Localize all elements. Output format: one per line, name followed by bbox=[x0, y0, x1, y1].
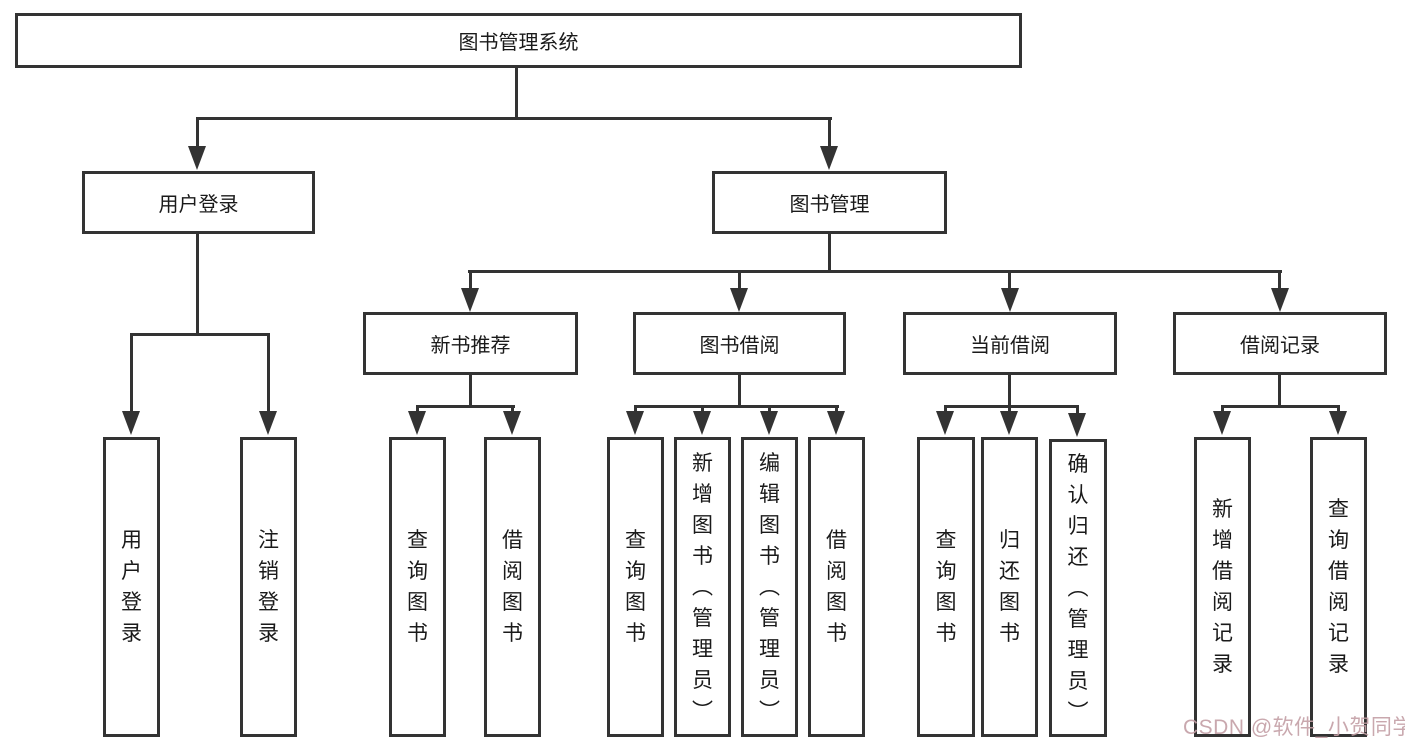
node-root: 图书管理系统 bbox=[15, 13, 1022, 68]
connector-line bbox=[738, 375, 741, 407]
connector-line bbox=[1278, 375, 1281, 407]
arrowhead bbox=[626, 411, 644, 435]
arrowhead bbox=[1001, 288, 1019, 312]
node-leaf-user-login: 用户登录 bbox=[103, 437, 160, 737]
node-user-login-label: 用户登录 bbox=[158, 194, 239, 216]
connector-line bbox=[1221, 405, 1224, 414]
node-leaf-borrow-books-2: 借阅图书 bbox=[808, 437, 865, 737]
connector-line bbox=[1337, 405, 1340, 414]
node-leaf-confirm-return-admin: 确认归还︵管理员︶ bbox=[1049, 439, 1107, 737]
arrowhead bbox=[693, 411, 711, 435]
arrowhead bbox=[503, 411, 521, 435]
node-leaf-logout: 注销登录 bbox=[240, 437, 297, 737]
connector-line bbox=[196, 233, 199, 335]
connector-line bbox=[130, 333, 270, 336]
connector-line bbox=[1008, 405, 1011, 414]
arrowhead bbox=[1000, 411, 1018, 435]
connector-line bbox=[634, 405, 839, 408]
node-leaf-query-books-1-label: 查询图书 bbox=[407, 529, 428, 645]
node-leaf-query-books-3-label: 查询图书 bbox=[935, 529, 957, 645]
connector-line bbox=[1008, 270, 1011, 290]
node-leaf-query-borrow-record-label: 查询借阅记录 bbox=[1328, 498, 1349, 676]
connector-line bbox=[768, 405, 771, 414]
node-new-book-recommend: 新书推荐 bbox=[363, 312, 578, 375]
arrowhead bbox=[730, 288, 748, 312]
node-leaf-query-books-3: 查询图书 bbox=[917, 437, 975, 737]
node-user-login: 用户登录 bbox=[82, 171, 315, 234]
connector-line bbox=[1221, 405, 1340, 408]
connector-line bbox=[196, 117, 832, 120]
node-leaf-query-borrow-record: 查询借阅记录 bbox=[1310, 437, 1367, 737]
connector-line bbox=[416, 405, 515, 408]
node-book-management: 图书管理 bbox=[712, 171, 947, 234]
node-leaf-query-books-1: 查询图书 bbox=[389, 437, 446, 737]
node-borrowing-records: 借阅记录 bbox=[1173, 312, 1387, 375]
connector-line bbox=[267, 333, 270, 413]
arrowhead bbox=[188, 146, 206, 170]
node-current-borrowing: 当前借阅 bbox=[903, 312, 1117, 375]
node-leaf-add-borrow-record-label: 新增借阅记录 bbox=[1212, 498, 1233, 676]
node-leaf-logout-label: 注销登录 bbox=[258, 529, 279, 645]
node-leaf-borrow-books-1: 借阅图书 bbox=[484, 437, 541, 737]
node-book-borrowing-label: 图书借阅 bbox=[699, 335, 780, 357]
connector-line bbox=[130, 333, 133, 413]
connector-line bbox=[944, 405, 1079, 408]
connector-line bbox=[468, 270, 1282, 273]
connector-line bbox=[1008, 375, 1011, 407]
node-leaf-borrow-books-1-label: 借阅图书 bbox=[502, 529, 523, 645]
connector-line bbox=[511, 405, 514, 414]
arrowhead bbox=[760, 411, 778, 435]
node-leaf-edit-books-admin-label: 编辑图书︵管理员︶ bbox=[759, 451, 780, 723]
connector-line bbox=[469, 375, 472, 407]
connector-line bbox=[416, 405, 419, 414]
arrowhead bbox=[820, 146, 838, 170]
node-book-borrowing: 图书借阅 bbox=[633, 312, 846, 375]
node-leaf-add-books-admin: 新增图书︵管理员︶ bbox=[674, 437, 731, 737]
arrowhead bbox=[936, 411, 954, 435]
arrowhead bbox=[461, 288, 479, 312]
arrowhead bbox=[408, 411, 426, 435]
connector-line bbox=[469, 270, 472, 290]
connector-line bbox=[835, 405, 838, 414]
connector-line bbox=[738, 270, 741, 290]
node-leaf-confirm-return-admin-label: 确认归还︵管理员︶ bbox=[1067, 452, 1089, 724]
arrowhead bbox=[259, 411, 277, 435]
connector-line bbox=[515, 68, 518, 118]
node-leaf-edit-books-admin: 编辑图书︵管理员︶ bbox=[741, 437, 798, 737]
connector-line bbox=[944, 405, 947, 414]
connector-line bbox=[701, 405, 704, 414]
node-new-book-recommend-label: 新书推荐 bbox=[430, 335, 511, 357]
node-current-borrowing-label: 当前借阅 bbox=[970, 335, 1050, 357]
connector-line bbox=[828, 117, 831, 148]
connector-line bbox=[1278, 270, 1281, 290]
connector-line bbox=[634, 405, 637, 414]
connector-line bbox=[196, 117, 199, 148]
node-leaf-user-login-label: 用户登录 bbox=[121, 529, 142, 645]
node-book-management-label: 图书管理 bbox=[789, 194, 870, 216]
node-leaf-query-books-2: 查询图书 bbox=[607, 437, 664, 737]
connector-line bbox=[828, 233, 831, 273]
arrowhead bbox=[827, 411, 845, 435]
node-leaf-add-books-admin-label: 新增图书︵管理员︶ bbox=[692, 451, 713, 723]
node-leaf-return-books-label: 归还图书 bbox=[999, 529, 1020, 645]
arrowhead bbox=[122, 411, 140, 435]
arrowhead bbox=[1329, 411, 1347, 435]
arrowhead bbox=[1213, 411, 1231, 435]
arrowhead bbox=[1068, 413, 1086, 437]
node-leaf-add-borrow-record: 新增借阅记录 bbox=[1194, 437, 1251, 737]
arrowhead bbox=[1271, 288, 1289, 312]
csdn-watermark: CSDN @软件_小贺同学 bbox=[1183, 716, 1405, 739]
node-borrowing-records-label: 借阅记录 bbox=[1240, 335, 1320, 357]
node-leaf-return-books: 归还图书 bbox=[981, 437, 1038, 737]
node-root-label: 图书管理系统 bbox=[458, 32, 579, 54]
node-leaf-borrow-books-2-label: 借阅图书 bbox=[826, 529, 847, 645]
connector-line bbox=[1076, 405, 1079, 414]
node-leaf-query-books-2-label: 查询图书 bbox=[625, 529, 646, 645]
